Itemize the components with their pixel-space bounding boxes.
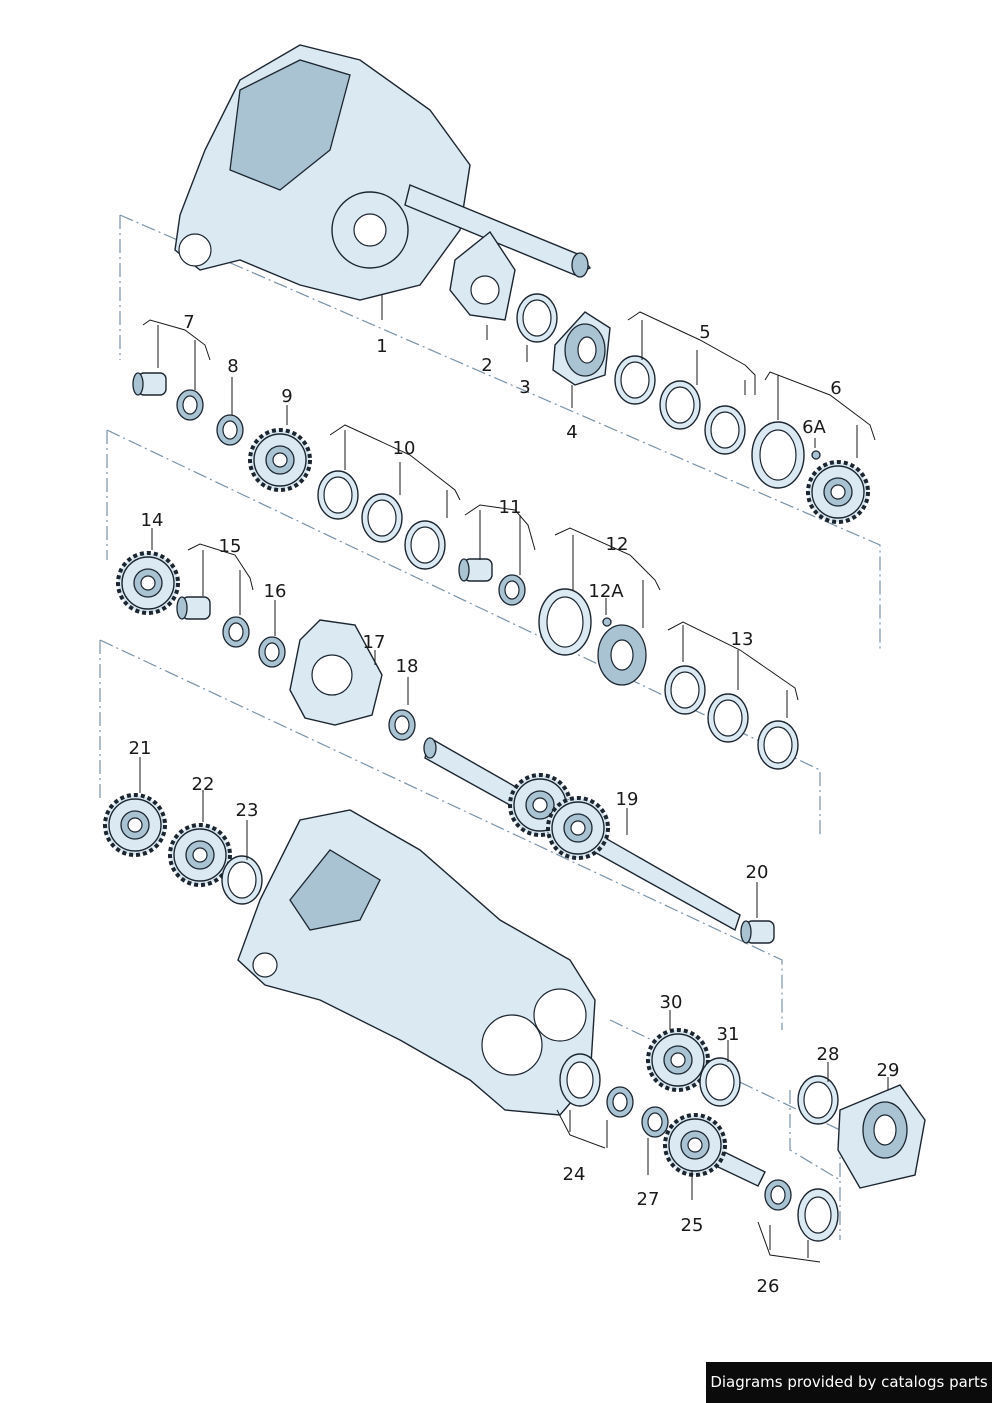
part-30-gear <box>646 1028 710 1092</box>
callout-22: 22 <box>192 774 215 795</box>
part-12-synchro-hub <box>538 588 647 686</box>
callout-6a: 6A <box>802 417 826 438</box>
callout-16: 16 <box>264 581 287 602</box>
part-8-thrust-washer <box>216 414 244 446</box>
callout-8: 8 <box>227 356 238 377</box>
part-16-thrust-washer <box>258 636 286 668</box>
part-7-sleeve-and-bearing <box>132 372 204 421</box>
callout-6: 6 <box>830 378 841 399</box>
callout-25: 25 <box>681 1215 704 1236</box>
callout-31: 31 <box>717 1024 740 1045</box>
part-14-gear <box>116 551 180 615</box>
callout-12: 12 <box>606 534 629 555</box>
callout-11: 11 <box>499 497 522 518</box>
callout-1: 1 <box>376 336 387 357</box>
gearbox-main-housing <box>237 809 596 1116</box>
callout-13: 13 <box>731 629 754 650</box>
callout-15: 15 <box>219 536 242 557</box>
part-2-cover-plate <box>449 230 516 321</box>
callout-3: 3 <box>519 377 530 398</box>
part-13-synchro-rings <box>664 665 799 770</box>
callout-5: 5 <box>699 322 710 343</box>
part-10-synchro-rings <box>317 470 446 570</box>
callout-4: 4 <box>566 422 577 443</box>
part-23-circlip <box>221 855 263 905</box>
callout-28: 28 <box>817 1044 840 1065</box>
callout-9: 9 <box>281 386 292 407</box>
part-11-sleeve-and-bearing <box>458 558 526 606</box>
part-9-gear <box>248 428 312 492</box>
part-27-needle-bearing <box>641 1106 669 1138</box>
part-19-main-shaft <box>423 736 741 932</box>
callout-30: 30 <box>660 992 683 1013</box>
callout-24: 24 <box>563 1164 586 1185</box>
callout-29: 29 <box>877 1060 900 1081</box>
diagram-credit-banner: Diagrams provided by catalogs parts <box>706 1362 992 1403</box>
callout-10: 10 <box>393 438 416 459</box>
part-20-bushing <box>740 920 775 944</box>
part-22-gear <box>168 823 232 887</box>
callout-21: 21 <box>129 738 152 759</box>
part-25-output-shaft <box>663 1113 766 1187</box>
part-5-synchro-rings <box>614 355 746 455</box>
part-21-gear <box>103 793 167 857</box>
part-15-sleeve-and-bearing <box>176 596 250 648</box>
callout-2: 2 <box>481 355 492 376</box>
callout-19: 19 <box>616 789 639 810</box>
part-24-bearing-and-race <box>559 1053 634 1118</box>
part-6a-ball <box>811 450 821 460</box>
callout-14: 14 <box>141 510 164 531</box>
leader-lines <box>139 295 889 1263</box>
part-26-bearing-and-race <box>764 1179 839 1242</box>
callout-labels: 1 2 3 4 5 6 6A 7 8 9 10 11 12 12A 13 14 … <box>129 312 900 1297</box>
part-12a-ball <box>602 617 612 627</box>
part-18-needle-bearing <box>388 709 416 741</box>
part-31-circlip <box>699 1057 741 1107</box>
part-3-ring <box>516 293 558 343</box>
callout-23: 23 <box>236 800 259 821</box>
callout-18: 18 <box>396 656 419 677</box>
callout-20: 20 <box>746 862 769 883</box>
part-1-bell-housing <box>174 44 592 301</box>
callout-27: 27 <box>637 1189 660 1210</box>
part-29-end-cover <box>837 1084 926 1189</box>
callout-17: 17 <box>363 632 386 653</box>
callout-26: 26 <box>757 1276 780 1297</box>
part-6-gear-and-sleeve <box>751 421 870 524</box>
callout-12a: 12A <box>588 581 624 602</box>
callout-7: 7 <box>183 312 194 333</box>
part-28-seal-ring <box>797 1075 839 1125</box>
part-17-intermediate-plate <box>289 619 383 726</box>
part-4-synchro-hub <box>552 311 611 386</box>
